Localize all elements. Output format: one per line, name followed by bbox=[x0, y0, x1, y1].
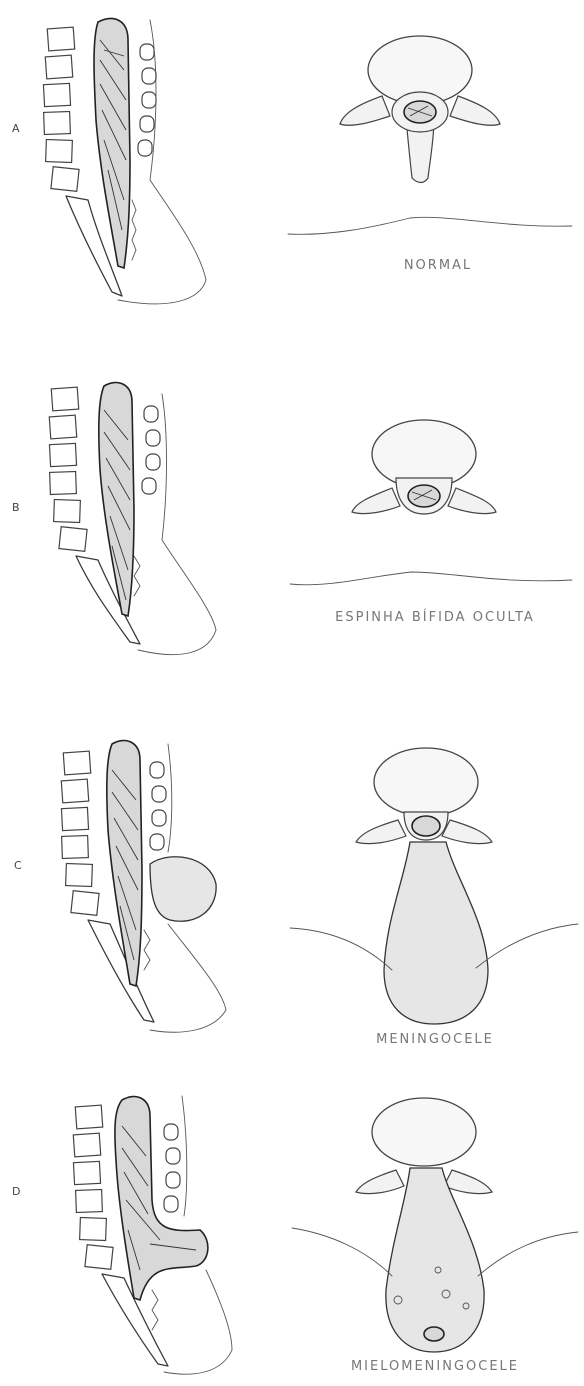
panel-b-sagittal-spine bbox=[49, 383, 216, 655]
panel-a: A bbox=[12, 19, 572, 304]
panel-c-caption: MENINGOCELE bbox=[376, 1032, 494, 1047]
panel-b-letter: B bbox=[12, 501, 20, 514]
panel-b: B ESPINHA BÍFIDA OCU bbox=[12, 383, 572, 655]
panel-a-sagittal-spine bbox=[43, 19, 206, 304]
panel-c-sagittal-spine bbox=[61, 741, 226, 1033]
panel-d: D bbox=[12, 1096, 578, 1374]
panel-a-axial-section bbox=[288, 36, 572, 234]
panel-a-letter: A bbox=[12, 122, 20, 135]
panel-d-sagittal-spine bbox=[73, 1096, 232, 1374]
panel-c: C bbox=[14, 741, 578, 1047]
panel-b-axial-section bbox=[290, 420, 572, 585]
panel-d-caption: MIELOMENINGOCELE bbox=[351, 1359, 519, 1374]
panel-a-caption: NORMAL bbox=[404, 258, 472, 273]
panel-b-caption: ESPINHA BÍFIDA OCULTA bbox=[335, 609, 535, 625]
panel-d-letter: D bbox=[12, 1185, 20, 1198]
panel-c-letter: C bbox=[14, 859, 22, 872]
panel-d-axial-section bbox=[292, 1098, 578, 1352]
panel-c-axial-section bbox=[290, 748, 578, 1024]
